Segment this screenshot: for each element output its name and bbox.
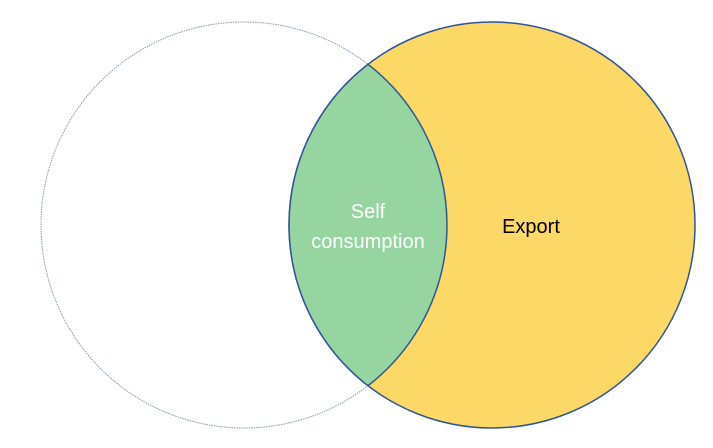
export-label: Export [502, 216, 560, 238]
overlap-label-line1: Self [351, 201, 386, 223]
overlap-label-line2: consumption [311, 231, 424, 253]
overlap-region-self-consumption [288, 63, 448, 387]
